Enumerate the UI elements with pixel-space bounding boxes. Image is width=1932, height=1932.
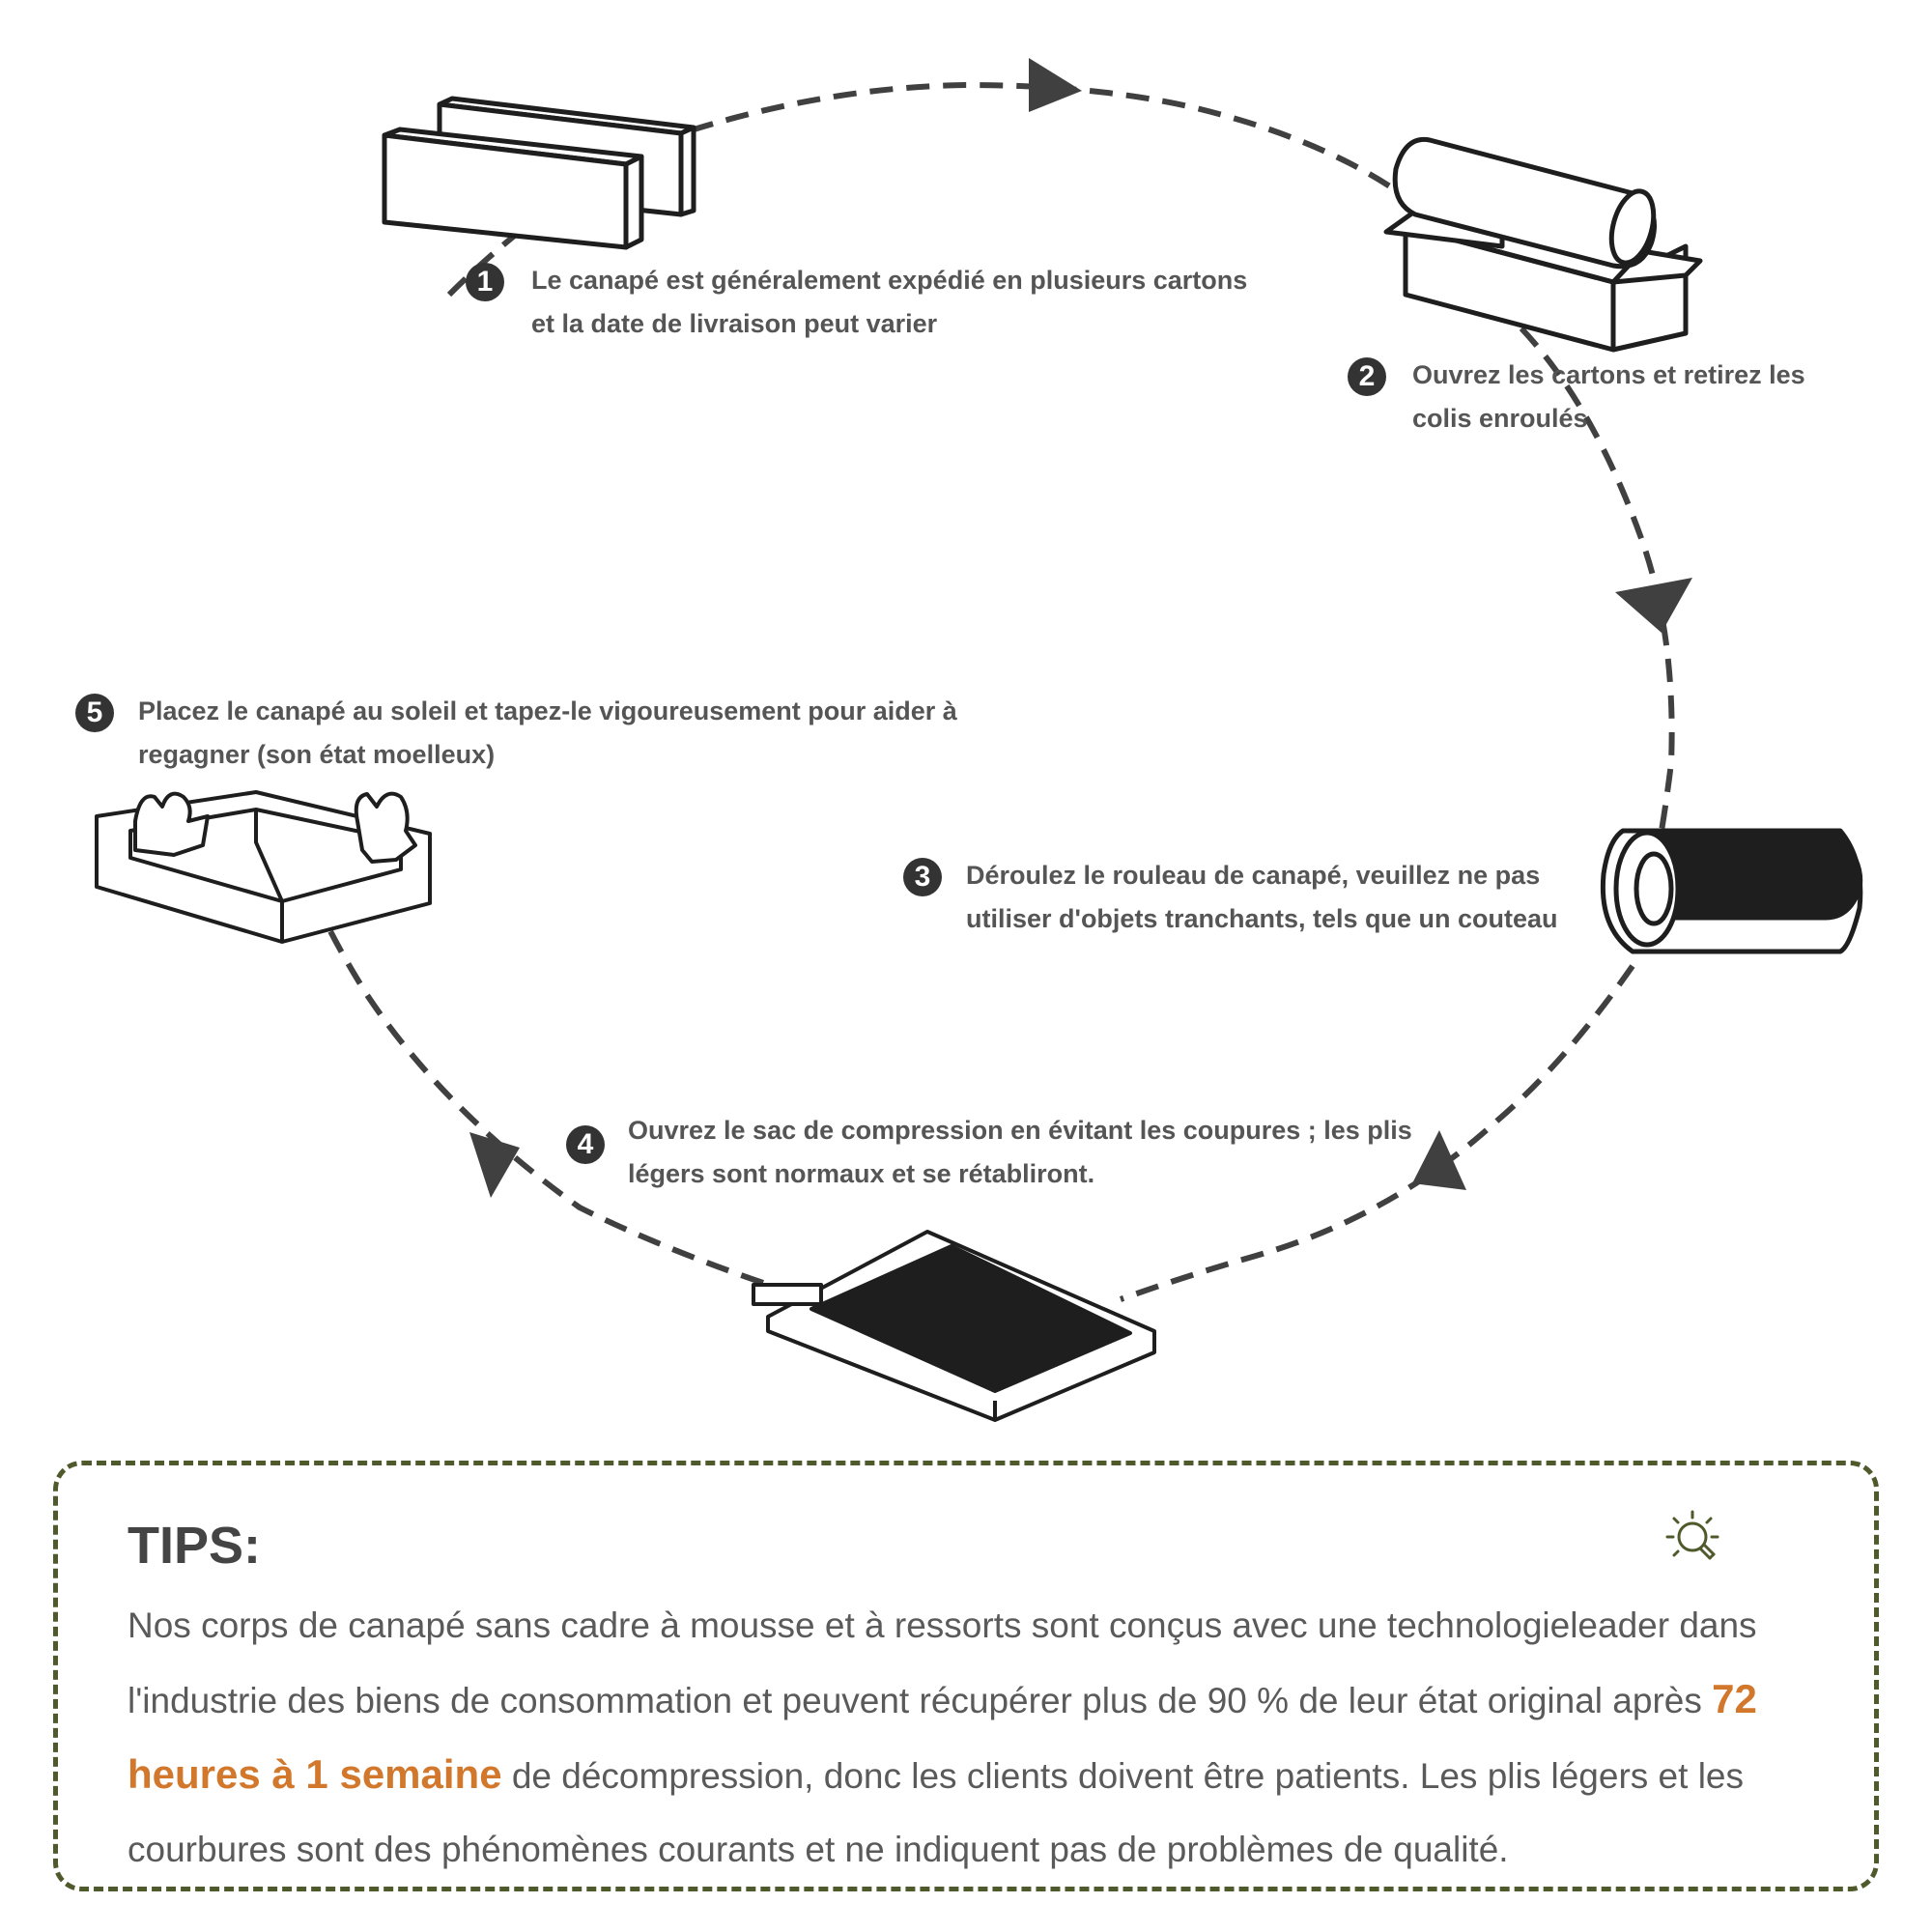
open-box-with-roll-icon xyxy=(1383,136,1703,353)
step-4-badge: 4 xyxy=(566,1125,605,1164)
tips-title: TIPS: xyxy=(128,1517,262,1575)
step-4-text: Ouvrez le sac de compression en évitant … xyxy=(628,1116,1412,1188)
tips-highlight: 72 heures à 1 semaine xyxy=(128,1676,1757,1797)
step-3-text: Déroulez le rouleau de canapé, veuillez … xyxy=(966,861,1558,933)
cycle-diagram xyxy=(95,58,1863,1422)
hands-patting-sofa-icon xyxy=(95,790,432,944)
step-1-badge: 1 xyxy=(466,263,504,301)
stacked-boxes-icon xyxy=(382,96,696,250)
arrow-head xyxy=(1412,1130,1466,1190)
tips-body: Nos corps de canapé sans cadre à mousse … xyxy=(128,1589,1857,1887)
tips-text-before: Nos corps de canapé sans cadre à mousse … xyxy=(128,1605,1757,1720)
step-1-text: Le canapé est généralement expédié en pl… xyxy=(531,266,1248,338)
arrow-head xyxy=(1029,58,1082,112)
sofa-roll-icon xyxy=(1600,828,1863,954)
lightbulb-icon xyxy=(1665,1510,1719,1560)
step-3-badge: 3 xyxy=(903,858,942,896)
step-5-badge: 5 xyxy=(75,694,114,732)
arrow-head xyxy=(469,1132,520,1198)
step-2-text: Ouvrez les cartons et retirez les colis … xyxy=(1412,360,1805,433)
compression-bag-icon xyxy=(752,1230,1156,1422)
step-5-text: Placez le canapé au soleil et tapez-le v… xyxy=(138,696,957,769)
arrow-head xyxy=(1615,578,1692,633)
cycle-arrows xyxy=(469,58,1692,1198)
step-2-badge: 2 xyxy=(1348,357,1386,396)
tips-text-after: de décompression, donc les clients doive… xyxy=(128,1756,1744,1869)
tips-box: TIPS: Nos corps de canapé sans cadre à m… xyxy=(53,1461,1879,1891)
